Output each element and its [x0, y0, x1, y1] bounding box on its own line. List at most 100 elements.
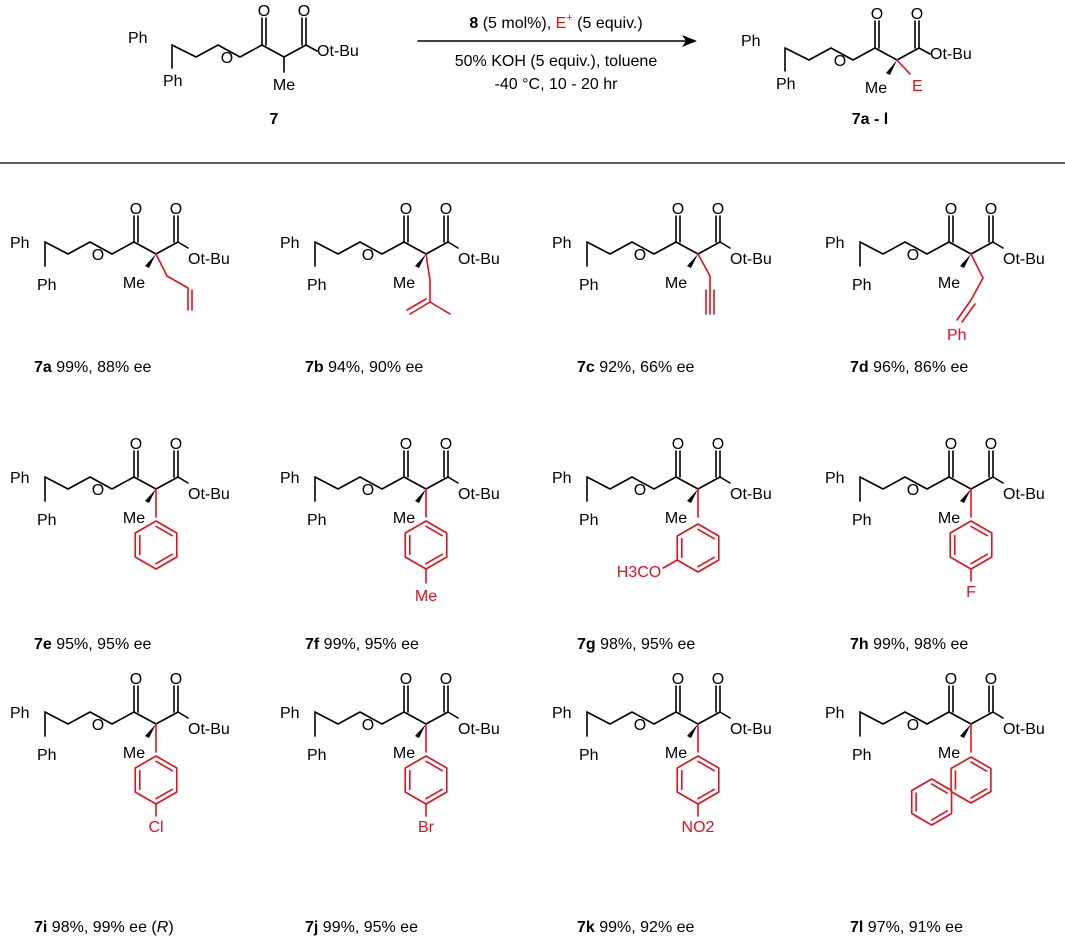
product-id: 7c: [577, 359, 595, 376]
ph-label: Ph: [10, 235, 30, 252]
ester-oxygen-label: O: [362, 247, 374, 264]
ot-bu-label: Ot-Bu: [1003, 721, 1045, 738]
bond: [715, 215, 721, 243]
base-solvent-conditions: 50% KOH (5 equiv.), toluene: [455, 53, 658, 70]
product-yield-ee: 95%, 95% ee: [52, 636, 152, 653]
wedge-bond: [145, 489, 156, 503]
carbonyl-oxygen-label: O: [945, 671, 957, 688]
bond: [133, 215, 139, 243]
bond: [948, 450, 954, 478]
wedge-bond: [687, 724, 698, 738]
carbonyl-oxygen-label: O: [985, 671, 997, 688]
ot-bu-label: Ot-Bu: [730, 721, 772, 738]
ph-label: Ph: [307, 512, 327, 529]
nitro-label: NO2: [682, 819, 715, 836]
carbonyl-oxygen-label: O: [985, 436, 997, 453]
configuration-close: ): [168, 919, 173, 936]
configuration-letter: R: [157, 919, 169, 936]
bond: [859, 711, 1004, 725]
product-yield-ee: 99%, 98% ee: [869, 636, 969, 653]
ot-bu-label: Ot-Bu: [188, 721, 230, 738]
phenyl-ring: [134, 755, 178, 805]
naphthalene-ring-a: [950, 756, 992, 804]
product-id: 7d: [850, 359, 869, 376]
alkyne-triple-bond: [705, 289, 715, 315]
bond: [173, 450, 179, 478]
bond: [173, 215, 179, 243]
fluoro-label: F: [966, 584, 976, 601]
ph-label: Ph: [10, 470, 30, 487]
me-label: Me: [393, 510, 415, 527]
allyl-group: [155, 253, 189, 311]
propargyl-group: [697, 253, 711, 315]
bond: [675, 215, 681, 243]
ph-label: Ph: [552, 235, 572, 252]
product-general-structure: Ph Ph O O O Ot-Bu Me E 7a - l: [741, 6, 972, 128]
product-caption: 7f 99%, 95% ee: [305, 636, 419, 653]
product-yield-ee: 97%, 91% ee: [863, 919, 963, 936]
product-caption: 7e 95%, 95% ee: [34, 636, 152, 653]
aromatic-double-bond: [697, 788, 716, 800]
bond: [586, 711, 731, 725]
ph-label: Ph: [10, 705, 30, 722]
product-caption: 7b 94%, 90% ee: [305, 359, 423, 376]
aromatic-double-bond: [425, 525, 444, 537]
me-label: Me: [665, 745, 687, 762]
carbonyl-oxygen-label: O: [440, 436, 452, 453]
wedge-bond: [145, 254, 156, 268]
product-caption: 7j 99%, 95% ee: [305, 919, 418, 936]
product-id: 7h: [850, 636, 869, 653]
ph-label: Ph: [280, 470, 300, 487]
bond: [859, 241, 1004, 255]
ph-label: Ph: [825, 235, 845, 252]
carbonyl-oxygen-label: O: [945, 436, 957, 453]
substrate-structure: Ph Ph O O O Ot-Bu Me 7: [128, 3, 359, 128]
product-yield-ee: 99%, 92% ee: [595, 919, 695, 936]
wedge-bond: [415, 724, 426, 738]
product-id: 7f: [305, 636, 320, 653]
product-id: 7i: [34, 919, 47, 936]
bond: [443, 685, 449, 713]
me-label: Me: [938, 275, 960, 292]
product-yield-ee: 92%, 66% ee: [595, 359, 695, 376]
carbonyl-oxygen-label: O: [400, 201, 412, 218]
bromo-label: Br: [418, 819, 435, 836]
substrate-id: 7: [270, 111, 279, 128]
ph-label: Ph: [741, 33, 761, 50]
ot-bu-label: Ot-Bu: [730, 251, 772, 268]
carbonyl-oxygen-label: O: [985, 201, 997, 218]
ester-oxygen-label: O: [92, 717, 104, 734]
product-id: 7g: [577, 636, 596, 653]
ester-oxygen-label: O: [634, 482, 646, 499]
product-id: 7j: [305, 919, 318, 936]
phenyl-ring: [949, 520, 993, 570]
wedge-bond: [960, 254, 971, 268]
product-range-id: 7a - l: [852, 111, 888, 128]
me-label: Me: [865, 80, 887, 97]
bond: [173, 685, 179, 713]
aromatic-double-bond: [425, 553, 444, 565]
product-yield-ee: 99%, 95% ee: [319, 636, 419, 653]
me-label: Me: [938, 745, 960, 762]
product-configuration: (: [147, 919, 157, 936]
ph-label: Ph: [37, 277, 57, 294]
ph-label: Ph: [579, 277, 599, 294]
carbonyl-oxygen-label: O: [440, 671, 452, 688]
ph-label: Ph: [852, 277, 872, 294]
ph-label: Ph: [579, 747, 599, 764]
ph-label: Ph: [280, 235, 300, 252]
aromatic-double-bond: [155, 525, 174, 537]
aromatic-double-bond: [970, 525, 989, 537]
bond: [988, 450, 994, 478]
bond: [403, 685, 409, 713]
aromatic-double-bond: [930, 783, 948, 794]
ph-label: Ph: [163, 73, 183, 90]
bond: [948, 685, 954, 713]
carbonyl-oxygen-label: O: [712, 436, 724, 453]
ester-oxygen-label: O: [907, 717, 919, 734]
